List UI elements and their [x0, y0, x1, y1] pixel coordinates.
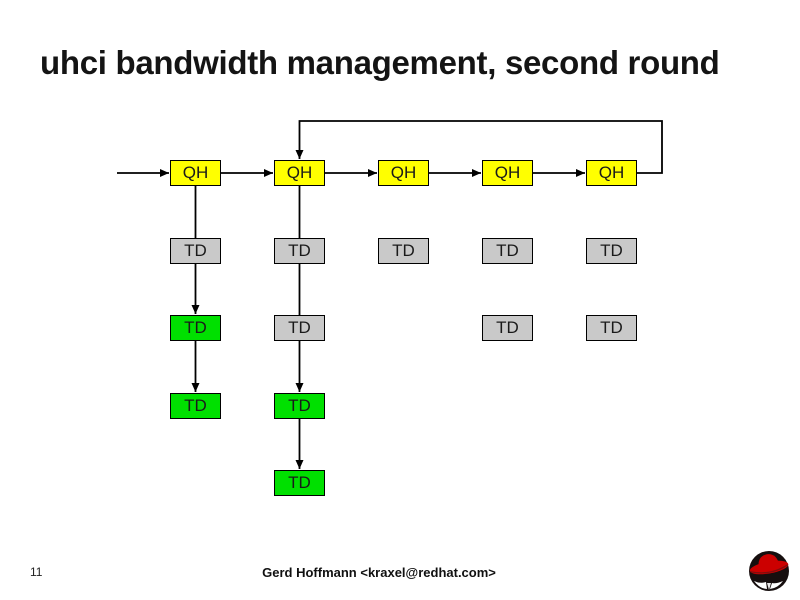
connector-loop-arrow: [295, 120, 663, 174]
td-node-c4-r1: TD: [586, 238, 637, 264]
qh-node-c0-r0: QH: [170, 160, 221, 186]
td-node-c0-r3: TD: [170, 393, 221, 419]
td-node-c1-r4: TD: [274, 470, 325, 496]
redhat-logo: [749, 551, 789, 591]
logo-face-highlight: [754, 581, 767, 589]
td-node-c1-r2: TD: [274, 315, 325, 341]
qh-node-c1-r0: QH: [274, 160, 325, 186]
td-node-c2-r1: TD: [378, 238, 429, 264]
td-node-c1-r3: TD: [274, 393, 325, 419]
qh-node-c4-r0: QH: [586, 160, 637, 186]
td-node-c3-r2: TD: [482, 315, 533, 341]
page-number: 11: [30, 565, 43, 579]
logo-fedora-hat: [749, 554, 789, 575]
td-node-c4-r2: TD: [586, 315, 637, 341]
logo-face-highlight: [767, 583, 771, 590]
slide-title: uhci bandwidth management, second round: [40, 44, 720, 81]
td-node-c3-r1: TD: [482, 238, 533, 264]
td-node-c0-r2: TD: [170, 315, 221, 341]
td-node-c1-r1: TD: [274, 238, 325, 264]
td-node-c0-r1: TD: [170, 238, 221, 264]
qh-node-c3-r0: QH: [482, 160, 533, 186]
footer-author: Gerd Hoffmann <kraxel@redhat.com>: [262, 565, 496, 580]
qh-node-c2-r0: QH: [378, 160, 429, 186]
logo-face-highlight: [770, 581, 783, 589]
